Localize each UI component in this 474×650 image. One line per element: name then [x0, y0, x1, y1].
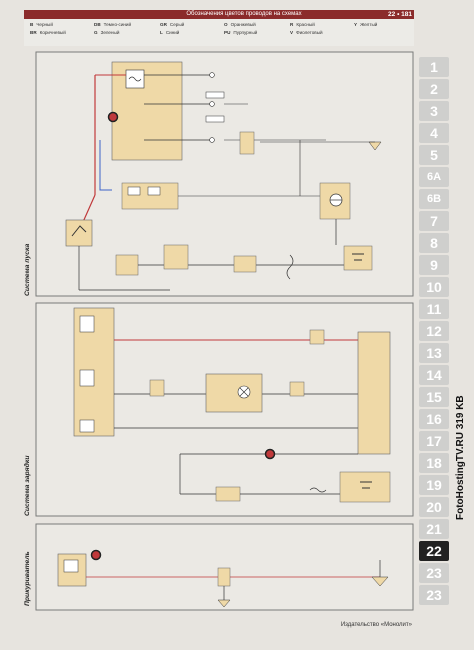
lighter-ground-point — [90, 549, 102, 561]
header-bar — [24, 10, 414, 19]
battery — [343, 245, 373, 271]
charging-diagram — [73, 307, 391, 503]
lighter-diagram — [57, 549, 389, 608]
chapter-tab-active[interactable]: 22 — [419, 541, 449, 561]
chapter-tab[interactable]: 20 — [419, 497, 449, 517]
chapter-tab[interactable]: 8 — [419, 233, 449, 253]
watermark: FotoHostingTV.RU 319 KB — [455, 395, 466, 520]
chapter-tab[interactable]: 15 — [419, 387, 449, 407]
chapter-tab[interactable]: 6A — [419, 167, 449, 187]
chapter-tab[interactable]: 19 — [419, 475, 449, 495]
generator — [357, 331, 391, 455]
chapter-tab[interactable]: 12 — [419, 321, 449, 341]
chapter-tab[interactable]: 21 — [419, 519, 449, 539]
chapter-tab[interactable]: 23 — [419, 585, 449, 605]
fuse-relay-block — [111, 61, 183, 161]
chapter-tab[interactable]: 2 — [419, 79, 449, 99]
chapter-tab[interactable]: 18 — [419, 453, 449, 473]
chapter-tab[interactable]: 3 — [419, 101, 449, 121]
charge-warning-lamp — [205, 373, 263, 413]
chapter-tab[interactable]: 5 — [419, 145, 449, 165]
ignition-switch — [65, 219, 93, 247]
section-label-lighter: Прикуриватель — [24, 551, 31, 606]
header-title: Обозначения цветов проводов на схемах — [186, 11, 302, 17]
chapter-tab[interactable]: 13 — [419, 343, 449, 363]
chapter-tab[interactable]: 11 — [419, 299, 449, 319]
page-header: Обозначения цветов проводов на схемах 22… — [24, 10, 414, 46]
chapter-tab[interactable]: 1 — [419, 57, 449, 77]
chapter-tab[interactable]: 7 — [419, 211, 449, 231]
chapter-tab[interactable]: 23 — [419, 563, 449, 583]
header-page-number: 22 • 181 — [388, 11, 412, 18]
chapter-tab[interactable]: 10 — [419, 277, 449, 297]
signal-wire — [99, 140, 112, 191]
starter-diagram — [65, 61, 382, 291]
lighter-element — [371, 576, 389, 587]
lighter-connector — [217, 567, 231, 587]
publisher-footer: Издательство «Монолит» — [340, 622, 412, 628]
section-label-charging: Система зарядки — [24, 455, 31, 516]
chapter-tab[interactable]: 14 — [419, 365, 449, 385]
lighter-frame — [35, 523, 414, 611]
section-label-starter: Система пуска — [24, 243, 31, 296]
charging-battery — [339, 471, 391, 503]
chapter-tab[interactable]: 4 — [419, 123, 449, 143]
chapter-tab[interactable]: 16 — [419, 409, 449, 429]
charging-ground-point — [264, 448, 276, 460]
chapter-tab[interactable]: 9 — [419, 255, 449, 275]
ground-point — [107, 111, 119, 123]
chapter-tab[interactable]: 6B — [419, 189, 449, 209]
chapter-tab[interactable]: 17 — [419, 431, 449, 451]
